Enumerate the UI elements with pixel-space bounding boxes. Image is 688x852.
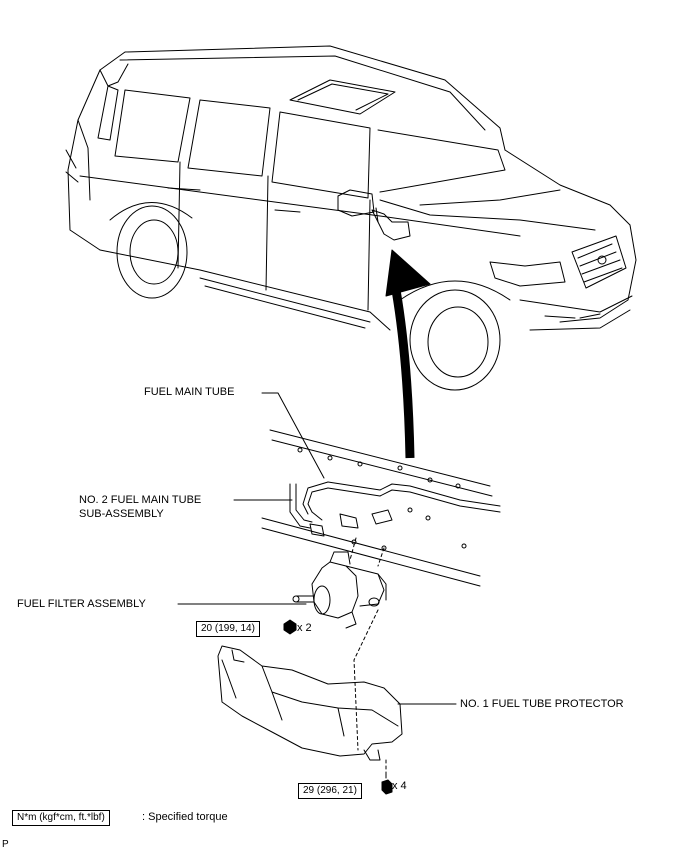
legend-text: : Specified torque bbox=[142, 811, 228, 823]
footer-code: P bbox=[2, 839, 9, 850]
filter-bolt-qty: x 2 bbox=[297, 622, 312, 634]
protector-bolt-qty: x 4 bbox=[392, 780, 407, 792]
protector-bolt bbox=[381, 771, 393, 795]
label-fuel-main-tube: FUEL MAIN TUBE bbox=[144, 386, 235, 398]
filter-bolt bbox=[283, 619, 297, 635]
assembly-guide-lines bbox=[349, 537, 387, 773]
label-no1-fuel-tube-protector: NO. 1 FUEL TUBE PROTECTOR bbox=[460, 698, 624, 710]
frame-rail bbox=[261, 429, 493, 587]
vehicle-illustration bbox=[65, 45, 637, 391]
no2-fuel-main-tube bbox=[289, 483, 325, 537]
no1-fuel-tube-protector bbox=[217, 645, 403, 761]
fuel-filter-assembly bbox=[292, 551, 387, 629]
fuel-main-tube bbox=[302, 481, 501, 529]
label-fuel-filter-assembly: FUEL FILTER ASSEMBLY bbox=[17, 598, 146, 610]
location-arrow bbox=[385, 249, 431, 459]
torque-box-protector: 29 (296, 21) bbox=[298, 783, 362, 799]
leader-lines bbox=[177, 392, 457, 705]
label-no2-fuel-main-tube-line2: SUB-ASSEMBLY bbox=[79, 508, 164, 520]
torque-box-filter: 20 (199, 14) bbox=[196, 621, 260, 637]
label-no2-fuel-main-tube-line1: NO. 2 FUEL MAIN TUBE bbox=[79, 494, 202, 506]
legend-torque-box: N*m (kgf*cm, ft.*lbf) bbox=[12, 810, 110, 826]
